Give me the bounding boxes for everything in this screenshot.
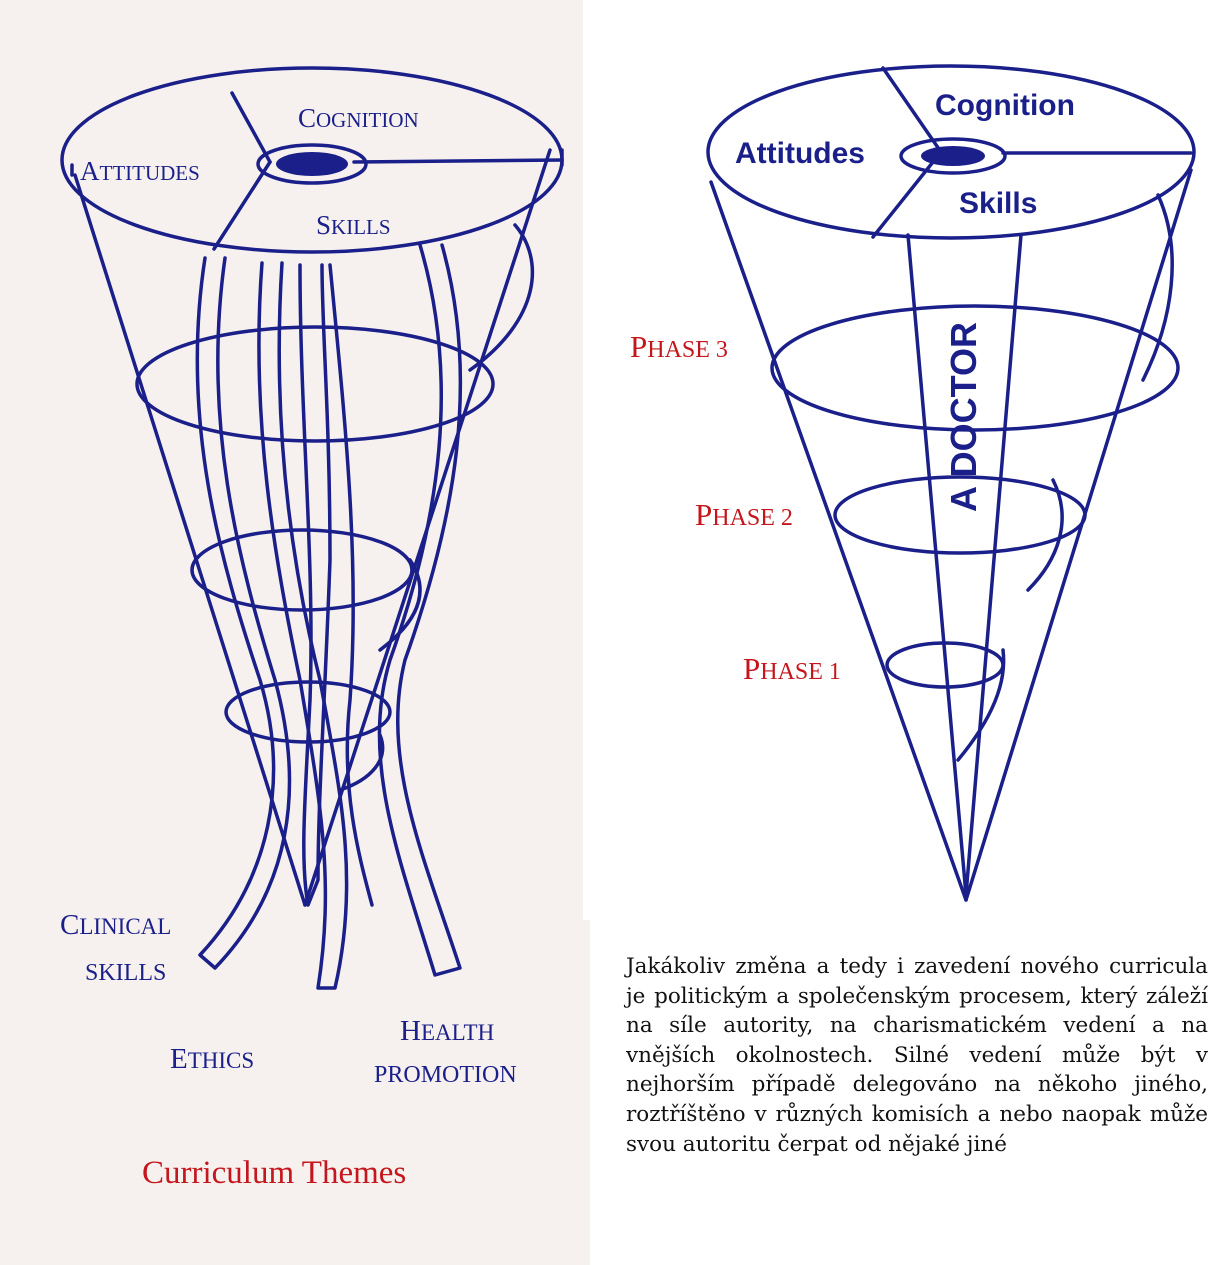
label-phase-1: PHASE 1 xyxy=(743,651,841,686)
cone-left-edge xyxy=(75,175,305,905)
top-divider-2 xyxy=(232,93,270,162)
caption-curriculum-themes: Curriculum Themes xyxy=(142,1155,406,1191)
label-clinical-skills: SKILLS xyxy=(85,960,166,986)
label-phase-2: PHASE 2 xyxy=(695,497,793,532)
ribbon-health-promotion xyxy=(379,245,460,975)
top-divider-3 xyxy=(354,160,562,162)
ribbon-central xyxy=(300,265,330,905)
label-ethics: ETHICS xyxy=(170,1043,254,1075)
label-promotion: PROMOTION xyxy=(374,1062,517,1088)
label-phase-3: PHASE 3 xyxy=(630,329,728,364)
label-cognition-right: Cognition xyxy=(935,89,1075,122)
label-skills: SKILLS xyxy=(316,210,391,240)
curriculum-themes-diagram: COGNITION ATTITUDES SKILLS CLINICAL SKIL… xyxy=(0,0,590,1265)
label-attitudes-right: Attitudes xyxy=(735,137,865,170)
cone-left-edge-right xyxy=(711,182,966,900)
doctor-cone-diagram: Cognition Attitudes Skills A DOCTOR PHAS… xyxy=(583,0,1211,920)
body-paragraph: Jakákoliv změna a tedy i zavedení nového… xyxy=(626,952,1208,1159)
label-attitudes: ATTITUDES xyxy=(80,156,200,186)
top-divider-1 xyxy=(214,162,270,249)
ribbon-clinical-skills xyxy=(197,258,289,968)
label-a-doctor: A DOCTOR xyxy=(943,322,984,512)
label-skills-right: Skills xyxy=(959,187,1037,220)
label-clinical: CLINICAL xyxy=(60,909,171,941)
label-health: HEALTH xyxy=(400,1015,494,1047)
cone-right-edge-right xyxy=(966,170,1191,900)
label-cognition: COGNITION xyxy=(298,103,419,133)
